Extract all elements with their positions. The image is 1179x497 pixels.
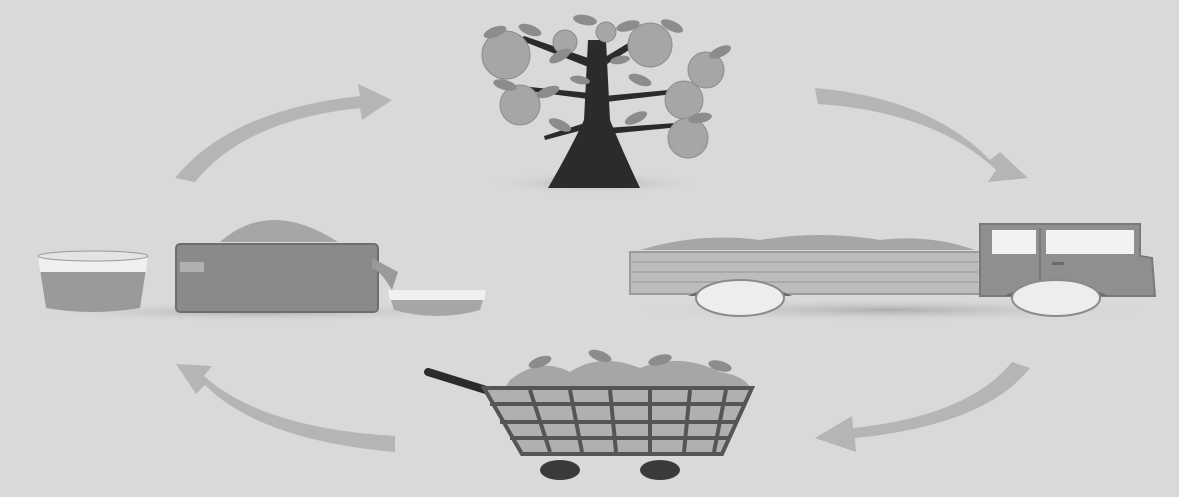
pickup-truck-icon <box>620 224 1160 322</box>
orange-tree-icon <box>482 13 733 195</box>
arrow-juicer-to-tree <box>175 84 392 182</box>
arrow-tree-to-truck <box>815 88 1028 182</box>
arrow-truck-to-cart <box>815 362 1030 452</box>
arrow-cart-to-juicer <box>176 364 395 452</box>
juicer-icon <box>20 220 500 322</box>
shopping-cart-icon <box>428 347 752 480</box>
